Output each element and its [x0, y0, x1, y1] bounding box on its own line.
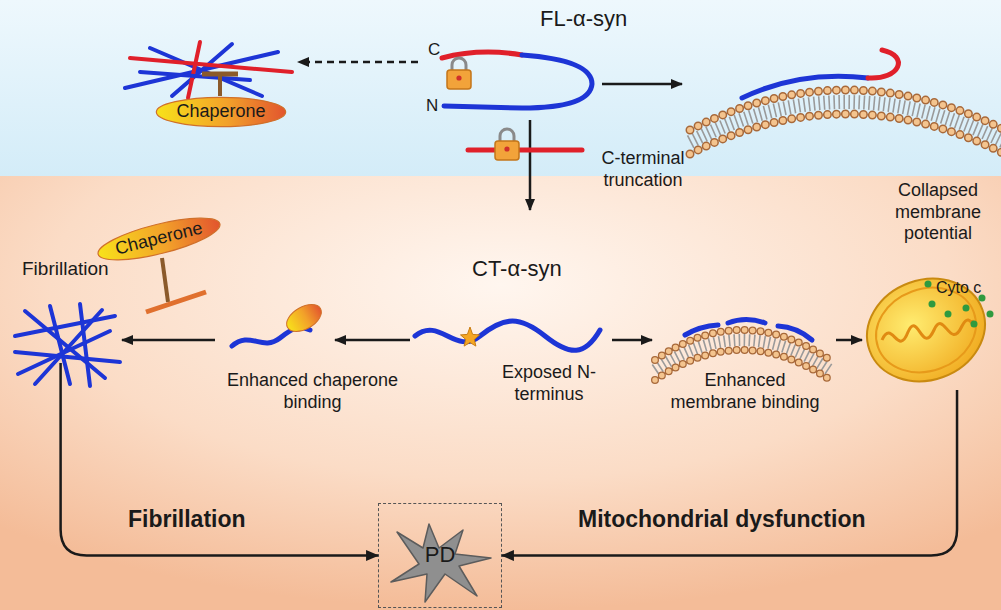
- fibril: [130, 58, 292, 72]
- annotation-label: Exposed N-terminus: [494, 362, 604, 406]
- c-terminal-fragment: [468, 148, 582, 153]
- fibrils: [15, 304, 120, 386]
- fibrils-top: [125, 42, 292, 98]
- outer-membrane: [853, 262, 1000, 397]
- node-text: Cyto c: [936, 278, 981, 297]
- fibril-cluster: Fibrillation: [10, 258, 125, 363]
- dashed-arrow: [298, 61, 418, 64]
- bound-protein: [742, 76, 868, 98]
- node-text: Fibrillation: [22, 258, 109, 281]
- lock-keyhole: [504, 146, 509, 151]
- annotation-label: Enhanced chaperone binding: [225, 370, 400, 414]
- fibril: [15, 352, 120, 362]
- bound-segment: [778, 326, 812, 340]
- inhibition-stem: [162, 258, 168, 302]
- lock-shackle: [452, 58, 466, 71]
- annotation-label: FL-α-syn: [540, 6, 627, 33]
- cristae: [882, 320, 973, 341]
- mitochondrion: [853, 262, 1000, 397]
- cyto-c-dot: [963, 305, 970, 312]
- exposed-star: [461, 327, 480, 346]
- inhibition-bar: [146, 292, 206, 312]
- cyto-c-dot: [925, 281, 932, 288]
- fibril: [50, 306, 70, 384]
- connector-label: Mitochondrial dysfunction: [578, 505, 866, 533]
- fibril: [15, 316, 115, 336]
- annotation-label: Enhanced membrane binding: [660, 370, 830, 414]
- lock-keyhole: [456, 75, 461, 80]
- arrow: [836, 339, 862, 342]
- disease-box: PD: [378, 503, 502, 608]
- cyto-c-dot: [987, 311, 994, 318]
- lower-band: [0, 176, 1001, 610]
- cyto-c-dot: [945, 311, 952, 318]
- arrow: [122, 339, 215, 342]
- annotation-label: C-terminal truncation: [593, 148, 693, 192]
- cyto-c-dot: [929, 301, 936, 308]
- node-text: Chaperone: [93, 208, 225, 270]
- arrow: [529, 120, 532, 210]
- lock-icon: [495, 129, 519, 160]
- fibril: [188, 42, 200, 98]
- lipid-heads: [690, 114, 1001, 154]
- fibril: [172, 44, 232, 96]
- fibril: [35, 310, 102, 384]
- lipid-heads: [690, 114, 1001, 154]
- connector-arrow: [61, 363, 378, 556]
- chaperone-ellipse: Chaperone: [155, 96, 287, 128]
- n-terminal-region: [444, 55, 592, 108]
- lock-shackle: [500, 129, 514, 142]
- bound-chaperone: [282, 299, 326, 337]
- node-text: PD: [379, 504, 501, 607]
- mitochondrion-node: Collapsed membrane potentialCyto c: [862, 180, 994, 390]
- connector-arrow: [502, 390, 957, 556]
- ct-protein-strand: [415, 321, 600, 350]
- bound-c-terminus: [868, 50, 898, 78]
- lock-icon: [447, 58, 471, 89]
- bound-segment: [685, 325, 718, 335]
- inner-membrane: [864, 274, 988, 386]
- annotation-label: CT-α-syn: [472, 256, 562, 283]
- c-terminal-region: [442, 52, 522, 58]
- arrow: [602, 83, 682, 86]
- lock-body: [447, 70, 471, 89]
- arrow: [335, 339, 410, 342]
- arrow: [612, 339, 652, 342]
- inhibition-bar: [202, 72, 238, 77]
- node-text: Collapsed membrane potential: [884, 180, 992, 245]
- lipid-bilayer-top: [690, 90, 1001, 154]
- annotation-label: N: [426, 96, 438, 117]
- fibril: [80, 304, 90, 386]
- connector-label: Fibrillation: [128, 505, 246, 533]
- bound-segment: [728, 320, 765, 324]
- inhibition-stem: [218, 74, 222, 96]
- fibril: [140, 72, 250, 80]
- annotation-label: C: [428, 40, 440, 61]
- lock-body: [495, 141, 519, 160]
- cyto-c-dot: [971, 321, 978, 328]
- node-text: Chaperone: [155, 96, 287, 128]
- chaperone-ellipse: Chaperone: [93, 208, 225, 270]
